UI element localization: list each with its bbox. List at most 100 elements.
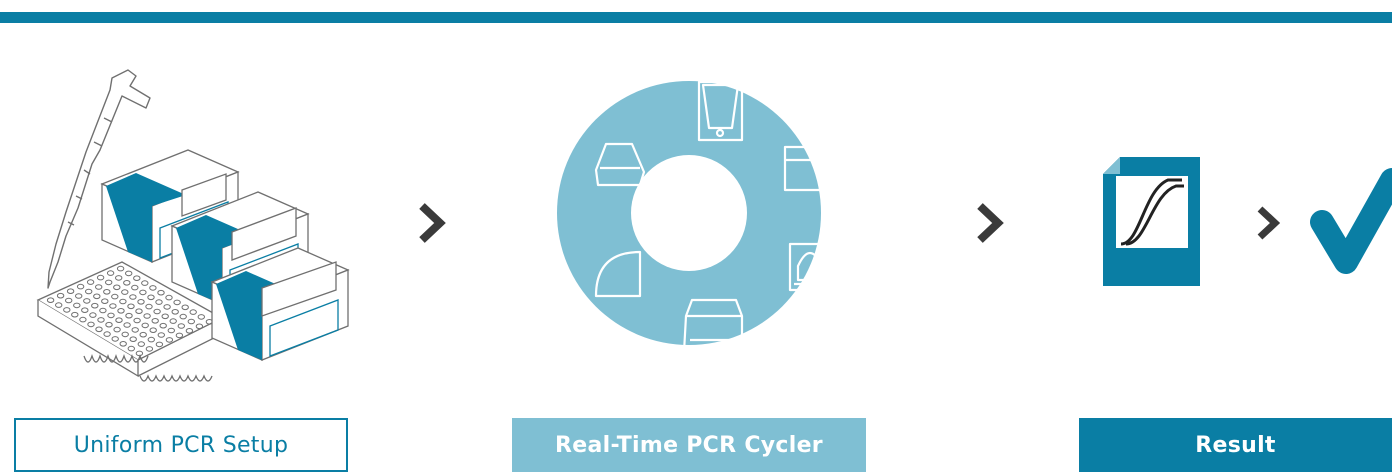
plate-well [55,302,63,308]
cycler-wheel-icon [557,81,821,345]
plate-well [135,308,143,315]
plate-well [185,328,194,334]
plate-well [113,326,121,333]
cycler-label: Real-Time PCR Cycler [512,418,866,472]
plate-well [133,317,141,324]
plate-well [113,284,121,291]
plate-well [129,294,137,300]
plate-well [111,336,119,342]
plate-well [93,293,101,300]
plate-well [179,313,187,320]
plate-well [73,302,81,309]
plate-well [107,312,115,319]
plate-well [125,270,133,277]
result-label: Result [1079,418,1392,472]
plate-well [161,313,169,320]
plate-well [127,345,136,352]
plate-well [155,341,164,348]
plate-well [105,321,113,328]
plate-well [89,312,97,318]
plate-well [75,293,83,299]
result-report-icon [1103,157,1200,286]
plate-well [177,323,186,329]
plate-well [56,292,65,299]
plate-well [46,297,55,304]
plate-well [139,289,147,296]
plate-well [189,309,197,315]
plate-well [85,288,93,295]
plate-well [111,293,119,300]
plate-well [145,303,153,310]
plate-well [63,307,71,313]
plate-well [157,332,166,338]
plate-well [141,322,149,329]
plate-well [97,317,105,323]
plate-well [79,316,87,323]
plate-well [91,302,99,309]
plate-well [121,289,129,295]
chevron-right-icon [1257,206,1281,240]
plate-well [125,312,133,319]
plate-well [103,331,111,337]
plate-well [165,294,173,301]
plate-well [181,304,189,311]
plate-well [71,311,79,318]
plate-well [101,298,109,305]
plate-well [131,284,139,291]
plate-well [95,284,103,290]
plate-well [119,298,127,305]
plate-well [105,279,113,286]
plate-well [147,294,155,301]
setup-label: Uniform PCR Setup [14,418,348,472]
plate-well [195,323,204,330]
plate-well [135,350,144,357]
plate-well [123,280,131,286]
plate-well [99,307,107,314]
plate-well [106,270,115,276]
plate-well [66,288,75,295]
chevron-right-icon [977,203,1004,243]
plate-well [169,318,177,324]
plate-well [153,308,161,315]
plate-well [145,346,154,352]
plate-well [175,332,184,339]
plate-well [86,279,95,285]
plate-well [119,341,127,347]
plate-well [95,326,103,333]
top-accent-bar [0,12,1392,23]
pipette-icon [47,69,151,289]
plate-well [171,309,179,315]
plate-wells [46,265,214,357]
plate-well [155,299,163,305]
plate-well [165,337,174,343]
plate-well [115,317,123,324]
plate-well [147,336,156,343]
plate-well [163,304,171,310]
plate-well [143,313,151,319]
plate-well [116,265,125,272]
plate-well [157,289,165,296]
plate-well [141,280,149,286]
plate-well [167,327,176,334]
plate-well [87,321,95,328]
instrument-icon [594,80,834,354]
plate-well [149,327,157,334]
kit-box-icon [100,149,350,361]
plate-well [127,303,135,310]
plate-well [117,308,125,314]
checkmark-icon [1310,168,1392,274]
plate-well [137,299,145,305]
plate-well [151,318,159,324]
plate-well [109,303,117,309]
plate-well [96,274,105,281]
plate-well [159,322,167,329]
plate-well [65,297,73,304]
plate-well [83,298,91,304]
plate-well [123,322,131,328]
plate-well [129,336,137,343]
chevron-right-icon [419,203,446,243]
plate-well [131,327,139,333]
plate-well [81,307,89,314]
plate-well [139,331,147,338]
